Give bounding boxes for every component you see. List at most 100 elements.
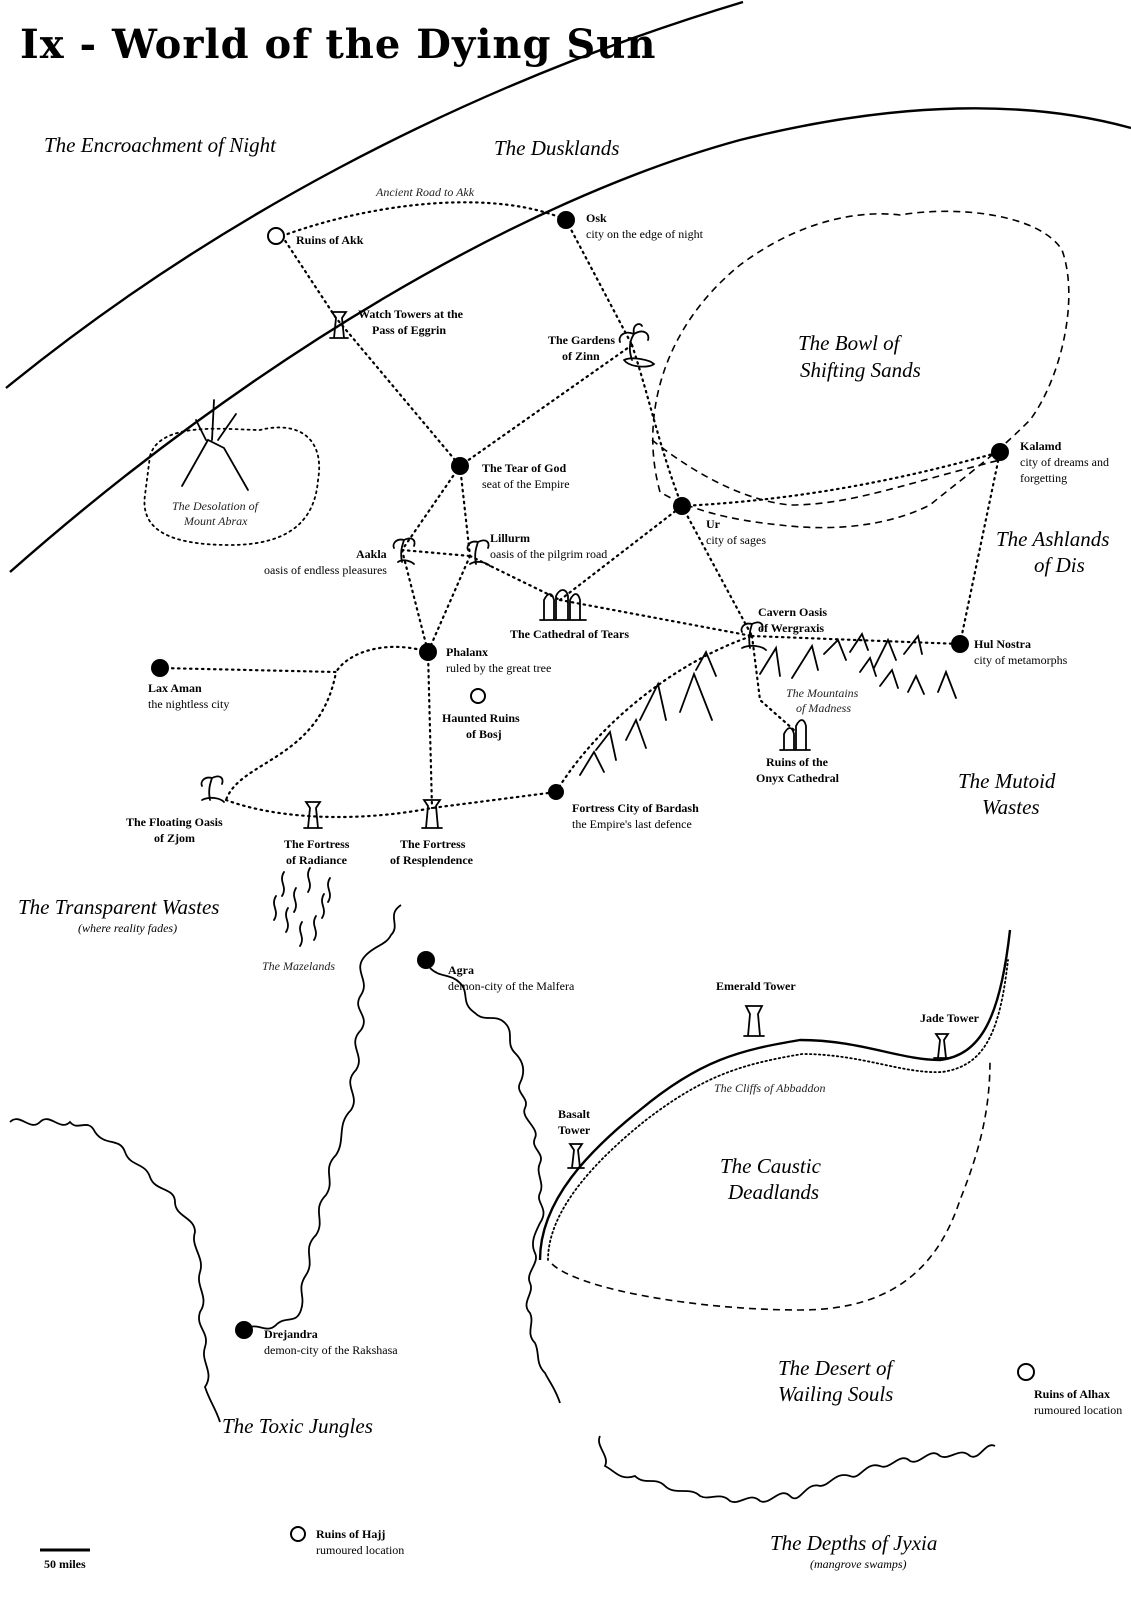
filled-circle-icon: [151, 659, 169, 677]
watch-line2: Pass of Eggrin: [372, 323, 446, 337]
filled-circle-icon: [548, 784, 564, 800]
onyx-line1: Ruins of the: [766, 755, 829, 769]
palm-tree-icon: [200, 775, 225, 803]
desolation-line1: The Desolation of: [172, 499, 260, 513]
jungle-river-central: [245, 904, 402, 1331]
mazelands-label: The Mazelands: [262, 959, 335, 973]
bosj-line2: of Bosj: [466, 727, 502, 741]
region-toxic: The Toxic Jungles: [222, 1414, 373, 1438]
akk-name: Ruins of Akk: [296, 233, 364, 247]
basalt-line1: Basalt: [558, 1107, 590, 1121]
night-boundary-outer: [5, 0, 744, 389]
cathedral-name: The Cathedral of Tears: [510, 627, 629, 641]
phalanx-desc: ruled by the great tree: [446, 661, 551, 675]
bowl-boundary: [651, 210, 1070, 529]
mountains-line1: The Mountains: [786, 686, 859, 700]
region-mutoid-line1: The Mutoid: [958, 769, 1056, 793]
jungle-river-west: [9, 1118, 221, 1423]
tear-desc: seat of the Empire: [482, 477, 570, 491]
cavern-line1: Cavern Oasis: [758, 605, 827, 619]
region-depths-sub: (mangrove swamps): [810, 1557, 907, 1571]
ur-name: Ur: [706, 517, 721, 531]
osk-name: Osk: [586, 211, 607, 225]
road-network: [158, 201, 1002, 819]
bardash-desc: the Empire's last defence: [572, 817, 692, 831]
palm-tree-icon: [466, 539, 491, 567]
lillurm-name: Lillurm: [490, 531, 530, 545]
region-desert-line2: Wailing Souls: [778, 1382, 893, 1406]
region-ashlands-line1: The Ashlands: [996, 527, 1109, 551]
tower-icon: [329, 311, 349, 339]
lillurm-desc: oasis of the pilgrim road: [490, 547, 607, 561]
open-circle-icon: [267, 227, 285, 245]
alhax-name: Ruins of Alhax: [1034, 1387, 1110, 1401]
tower-icon: [421, 799, 443, 829]
night-boundary-inner: [9, 107, 1131, 573]
cliffs-of-abbaddon: [538, 929, 1012, 1261]
zjom-line1: The Floating Oasis: [126, 815, 223, 829]
map-title: Ix - World of the Dying Sun: [20, 21, 656, 68]
kalamd-desc-line2: forgetting: [1020, 471, 1067, 485]
gardens-line2: of Zinn: [562, 349, 600, 363]
watch-line1: Watch Towers at the: [358, 307, 464, 321]
depths-shore: [598, 1435, 996, 1503]
mazelands: [273, 867, 331, 947]
palm-tree-icon: [740, 621, 767, 651]
zjom-line2: of Zjom: [154, 831, 195, 845]
resplendence-line2: of Resplendence: [390, 853, 474, 867]
ur-desc: city of sages: [706, 533, 766, 547]
open-circle-icon: [1017, 1363, 1035, 1381]
agra-desc: demon-city of the Malfera: [448, 979, 575, 993]
mountains-of-madness: [579, 632, 957, 776]
hul-name: Hul Nostra: [974, 637, 1031, 651]
cathedral-icon: [779, 719, 811, 751]
region-desert-line1: The Desert of: [778, 1356, 895, 1380]
filled-circle-icon: [235, 1321, 253, 1339]
open-circle-icon: [290, 1526, 306, 1542]
filled-circle-icon: [951, 635, 969, 653]
radiance-line1: The Fortress: [284, 837, 350, 851]
region-transparent: The Transparent Wastes: [18, 895, 219, 919]
cathedral-icon: [539, 589, 587, 621]
hajj-desc: rumoured location: [316, 1543, 404, 1557]
tower-icon: [567, 1143, 585, 1169]
region-dusklands: The Dusklands: [494, 136, 619, 160]
kalamd-desc-line1: city of dreams and: [1020, 455, 1109, 469]
drejandra-name: Drejandra: [264, 1327, 318, 1341]
tower-icon: [933, 1033, 951, 1059]
scale-label: 50 miles: [44, 1557, 86, 1571]
onyx-line2: Onyx Cathedral: [756, 771, 840, 785]
tower-icon: [743, 1005, 765, 1037]
mountains-line2: of Madness: [796, 701, 851, 715]
emerald-name: Emerald Tower: [716, 979, 796, 993]
desolation-of-mount-abrax: [143, 399, 321, 546]
cliffs-hatching: [547, 959, 1009, 1261]
tower-icon: [303, 801, 323, 829]
region-bowl-line1: The Bowl of: [798, 331, 903, 355]
hul-desc: city of metamorphs: [974, 653, 1068, 667]
filled-circle-icon: [451, 457, 469, 475]
drejandra-desc: demon-city of the Rakshasa: [264, 1343, 398, 1357]
region-bowl-line2: Shifting Sands: [800, 358, 921, 382]
alhax-desc: rumoured location: [1034, 1403, 1122, 1417]
kalamd-name: Kalamd: [1020, 439, 1062, 453]
lax-name: Lax Aman: [148, 681, 202, 695]
phalanx-name: Phalanx: [446, 645, 488, 659]
region-mutoid-line2: Wastes: [982, 795, 1040, 819]
region-transparent-sub: (where reality fades): [78, 921, 177, 935]
filled-circle-icon: [417, 951, 435, 969]
jade-name: Jade Tower: [920, 1011, 980, 1025]
filled-circle-icon: [991, 443, 1009, 461]
hajj-name: Ruins of Hajj: [316, 1527, 385, 1541]
bardash-name: Fortress City of Bardash: [572, 801, 699, 815]
volcano-icon: [181, 399, 249, 491]
bosj-line1: Haunted Ruins: [442, 711, 520, 725]
cliffs-label: The Cliffs of Abbaddon: [714, 1081, 825, 1095]
agra-name: Agra: [448, 963, 474, 977]
aakla-name: Aakla: [356, 547, 387, 561]
bowl-inner-edge: [651, 439, 1001, 506]
lax-desc: the nightless city: [148, 697, 229, 711]
tear-name: The Tear of God: [482, 461, 566, 475]
region-caustic-line1: The Caustic: [720, 1154, 822, 1178]
